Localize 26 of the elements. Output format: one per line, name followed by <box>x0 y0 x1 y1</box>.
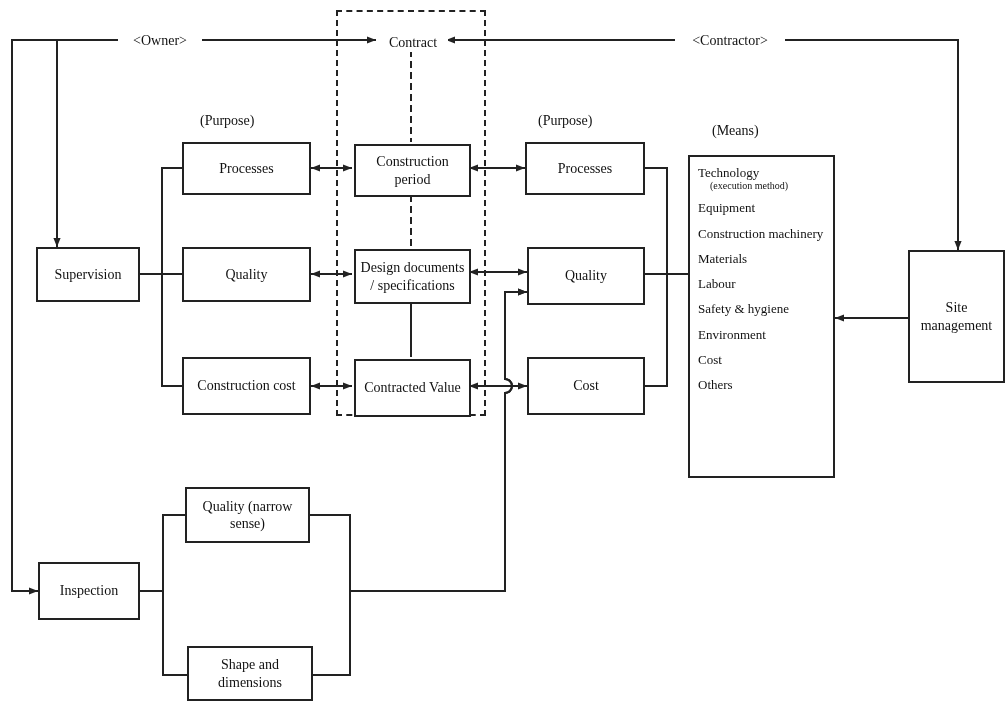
process-box: Construction period <box>354 144 471 197</box>
connector-arrow <box>310 270 353 278</box>
process-box: Site management <box>908 250 1005 383</box>
connector-arrow <box>834 314 909 322</box>
process-box: Contracted Value <box>354 359 471 417</box>
connector-arrow <box>310 164 353 172</box>
process-box: Processes <box>182 142 311 195</box>
connector-arrow <box>312 288 528 676</box>
column-heading: (Means) <box>712 122 759 140</box>
connector-arrow <box>201 36 377 44</box>
means-list-box: Technology (execution method) Equipment Construction machinery Materials Labour Safety & hygiene Environment Cost Others <box>688 155 835 478</box>
process-box: Cost <box>527 357 645 415</box>
process-box: Design documents / specifications <box>354 249 471 304</box>
process-box: Inspection <box>38 562 140 620</box>
process-box: Quality <box>182 247 311 302</box>
column-heading: (Purpose) <box>200 112 255 130</box>
process-box: Quality <box>527 247 645 305</box>
connector-arrow <box>310 382 353 390</box>
process-box: Processes <box>525 142 645 195</box>
process-box: Shape and dimensions <box>187 646 313 701</box>
column-heading: (Purpose) <box>538 112 593 130</box>
process-box: Quality (narrow sense) <box>185 487 310 543</box>
process-box: Supervision <box>36 247 140 302</box>
connector-arrow <box>784 39 962 251</box>
process-box: Construction cost <box>182 357 311 415</box>
contract-frame <box>336 10 486 416</box>
